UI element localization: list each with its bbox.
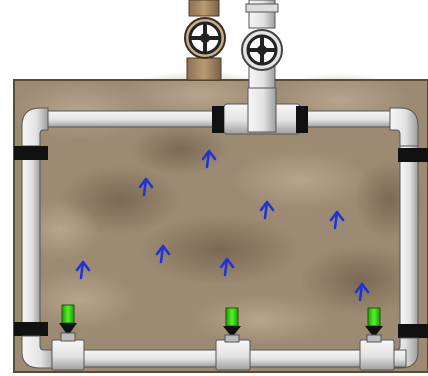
wheel-valve-icon xyxy=(241,29,283,71)
sprinkler-left[interactable] xyxy=(59,304,77,342)
sprinkler-right[interactable] xyxy=(365,307,383,343)
pipe-network xyxy=(14,87,428,371)
sprinkler-center[interactable] xyxy=(223,307,241,343)
flow-arrows xyxy=(75,149,370,302)
up-arrow-icon xyxy=(329,210,345,230)
up-arrow-icon xyxy=(75,260,91,280)
wheel-valve-icon xyxy=(184,17,226,59)
up-arrow-icon xyxy=(201,149,217,169)
up-arrow-icon xyxy=(138,177,154,197)
inlet-valve-brass[interactable] xyxy=(184,0,226,81)
inlet-valve-white[interactable] xyxy=(241,0,283,107)
up-arrow-icon xyxy=(259,200,275,220)
up-arrow-icon xyxy=(155,244,171,264)
up-arrow-icon xyxy=(219,257,235,277)
up-arrow-icon xyxy=(354,282,370,302)
